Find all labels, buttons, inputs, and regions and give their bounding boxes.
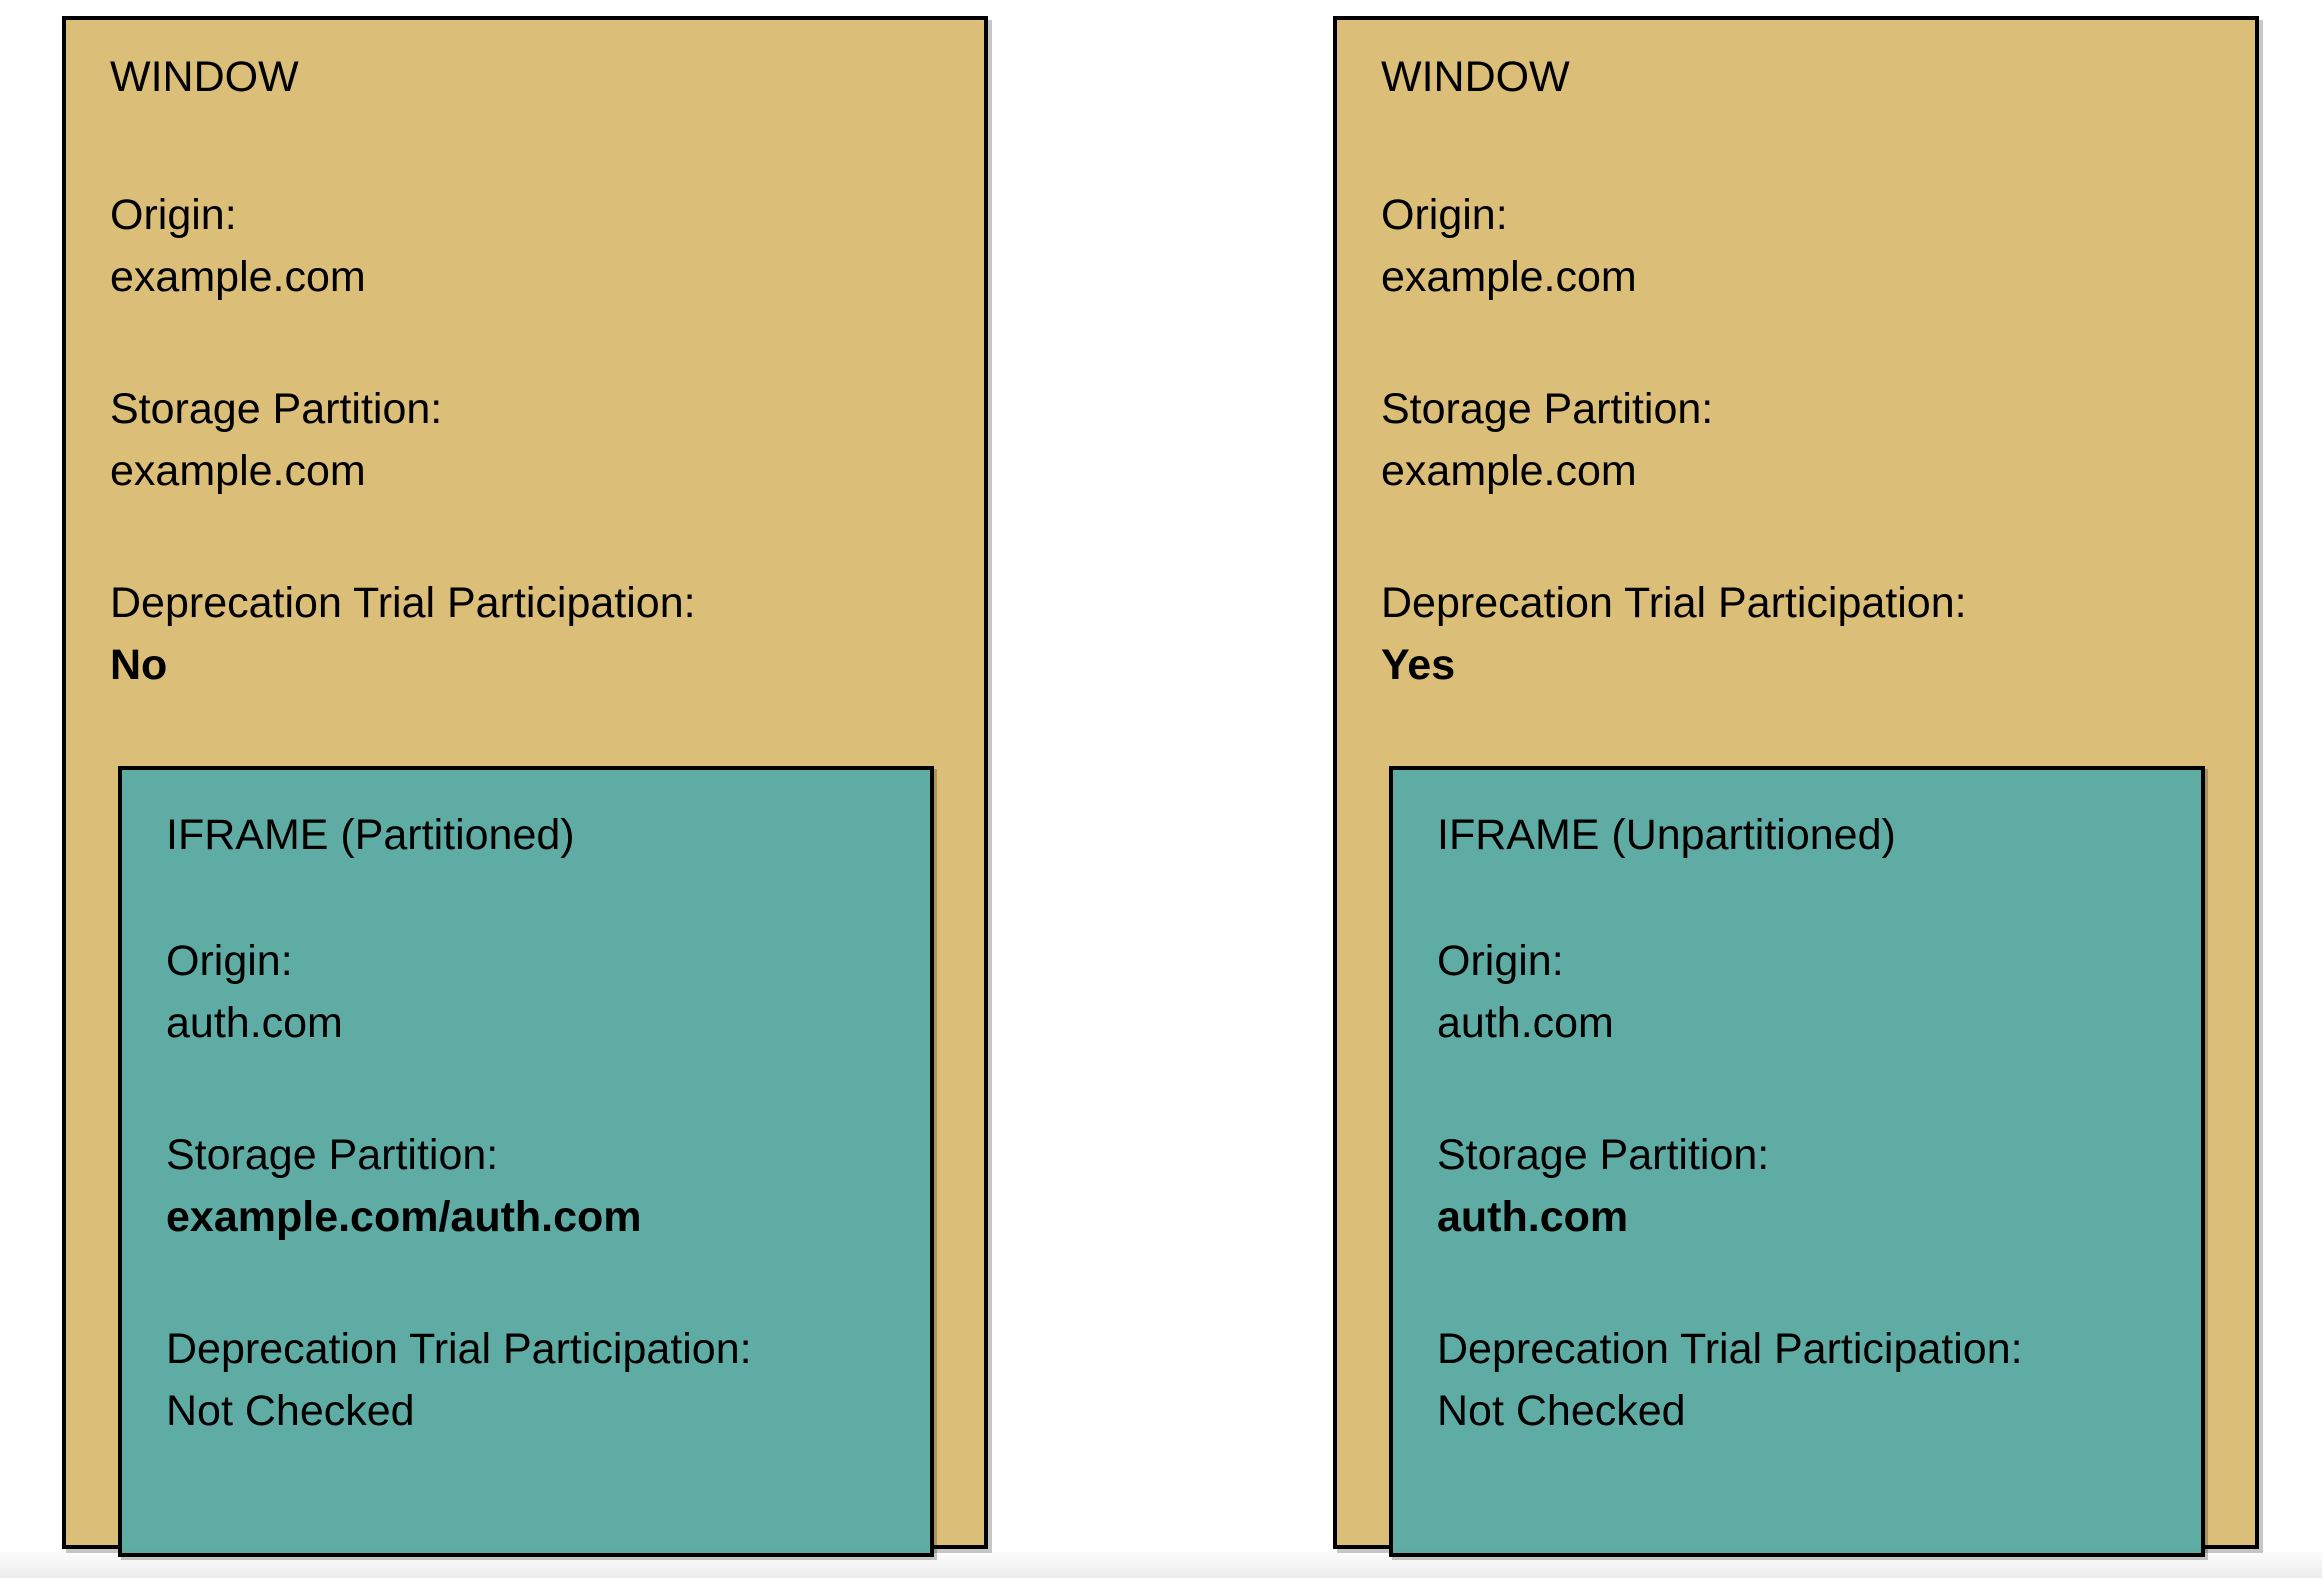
- iframe-box-unpartitioned: IFRAME (Unpartitioned) Origin: auth.com …: [1389, 766, 2205, 1557]
- deprecation-trial-value: No: [110, 641, 168, 689]
- window-trial-block: Deprecation Trial Participation: No: [110, 572, 940, 696]
- deprecation-trial-label: Deprecation Trial Participation:: [1437, 1325, 2023, 1373]
- deprecation-trial-label: Deprecation Trial Participation:: [1381, 579, 1967, 627]
- window-origin-block: Origin: example.com: [1381, 184, 2211, 308]
- deprecation-trial-value: Not Checked: [166, 1387, 415, 1435]
- deprecation-trial-label: Deprecation Trial Participation:: [166, 1325, 752, 1373]
- storage-partition-value: example.com: [1381, 447, 1637, 495]
- origin-label: Origin:: [110, 191, 237, 239]
- window-title: WINDOW: [110, 53, 299, 101]
- iframe-title: IFRAME (Partitioned): [166, 811, 575, 859]
- origin-value: auth.com: [1437, 999, 1614, 1047]
- iframe-origin-block: Origin: auth.com: [166, 930, 886, 1054]
- storage-partition-label: Storage Partition:: [166, 1131, 499, 1179]
- window-storage-block: Storage Partition: example.com: [110, 378, 940, 502]
- iframe-storage-block: Storage Partition: auth.com: [1437, 1124, 2157, 1248]
- iframe-trial-block: Deprecation Trial Participation: Not Che…: [166, 1318, 886, 1442]
- iframe-trial-block: Deprecation Trial Participation: Not Che…: [1437, 1318, 2157, 1442]
- deprecation-trial-label: Deprecation Trial Participation:: [110, 579, 696, 627]
- storage-partition-value: auth.com: [1437, 1193, 1629, 1241]
- storage-partition-value: example.com/auth.com: [166, 1193, 642, 1241]
- iframe-storage-block: Storage Partition: example.com/auth.com: [166, 1124, 886, 1248]
- deprecation-trial-value: Yes: [1381, 641, 1456, 689]
- origin-value: auth.com: [166, 999, 343, 1047]
- origin-value: example.com: [110, 253, 366, 301]
- deprecation-trial-value: Not Checked: [1437, 1387, 1686, 1435]
- window-origin-block: Origin: example.com: [110, 184, 940, 308]
- storage-partition-label: Storage Partition:: [110, 385, 443, 433]
- window-title: WINDOW: [1381, 53, 1570, 101]
- origin-label: Origin:: [1437, 937, 1564, 985]
- window-storage-block: Storage Partition: example.com: [1381, 378, 2211, 502]
- window-box-partitioned: WINDOW Origin: example.com Storage Parti…: [62, 16, 988, 1557]
- iframe-box-partitioned: IFRAME (Partitioned) Origin: auth.com St…: [118, 766, 934, 1557]
- origin-label: Origin:: [1381, 191, 1508, 239]
- iframe-title: IFRAME (Unpartitioned): [1437, 811, 1896, 859]
- storage-partition-value: example.com: [110, 447, 366, 495]
- storage-partition-label: Storage Partition:: [1381, 385, 1714, 433]
- window-trial-block: Deprecation Trial Participation: Yes: [1381, 572, 2211, 696]
- storage-partition-label: Storage Partition:: [1437, 1131, 1770, 1179]
- origin-value: example.com: [1381, 253, 1637, 301]
- window-box-unpartitioned: WINDOW Origin: example.com Storage Parti…: [1333, 16, 2259, 1557]
- origin-label: Origin:: [166, 937, 293, 985]
- iframe-origin-block: Origin: auth.com: [1437, 930, 2157, 1054]
